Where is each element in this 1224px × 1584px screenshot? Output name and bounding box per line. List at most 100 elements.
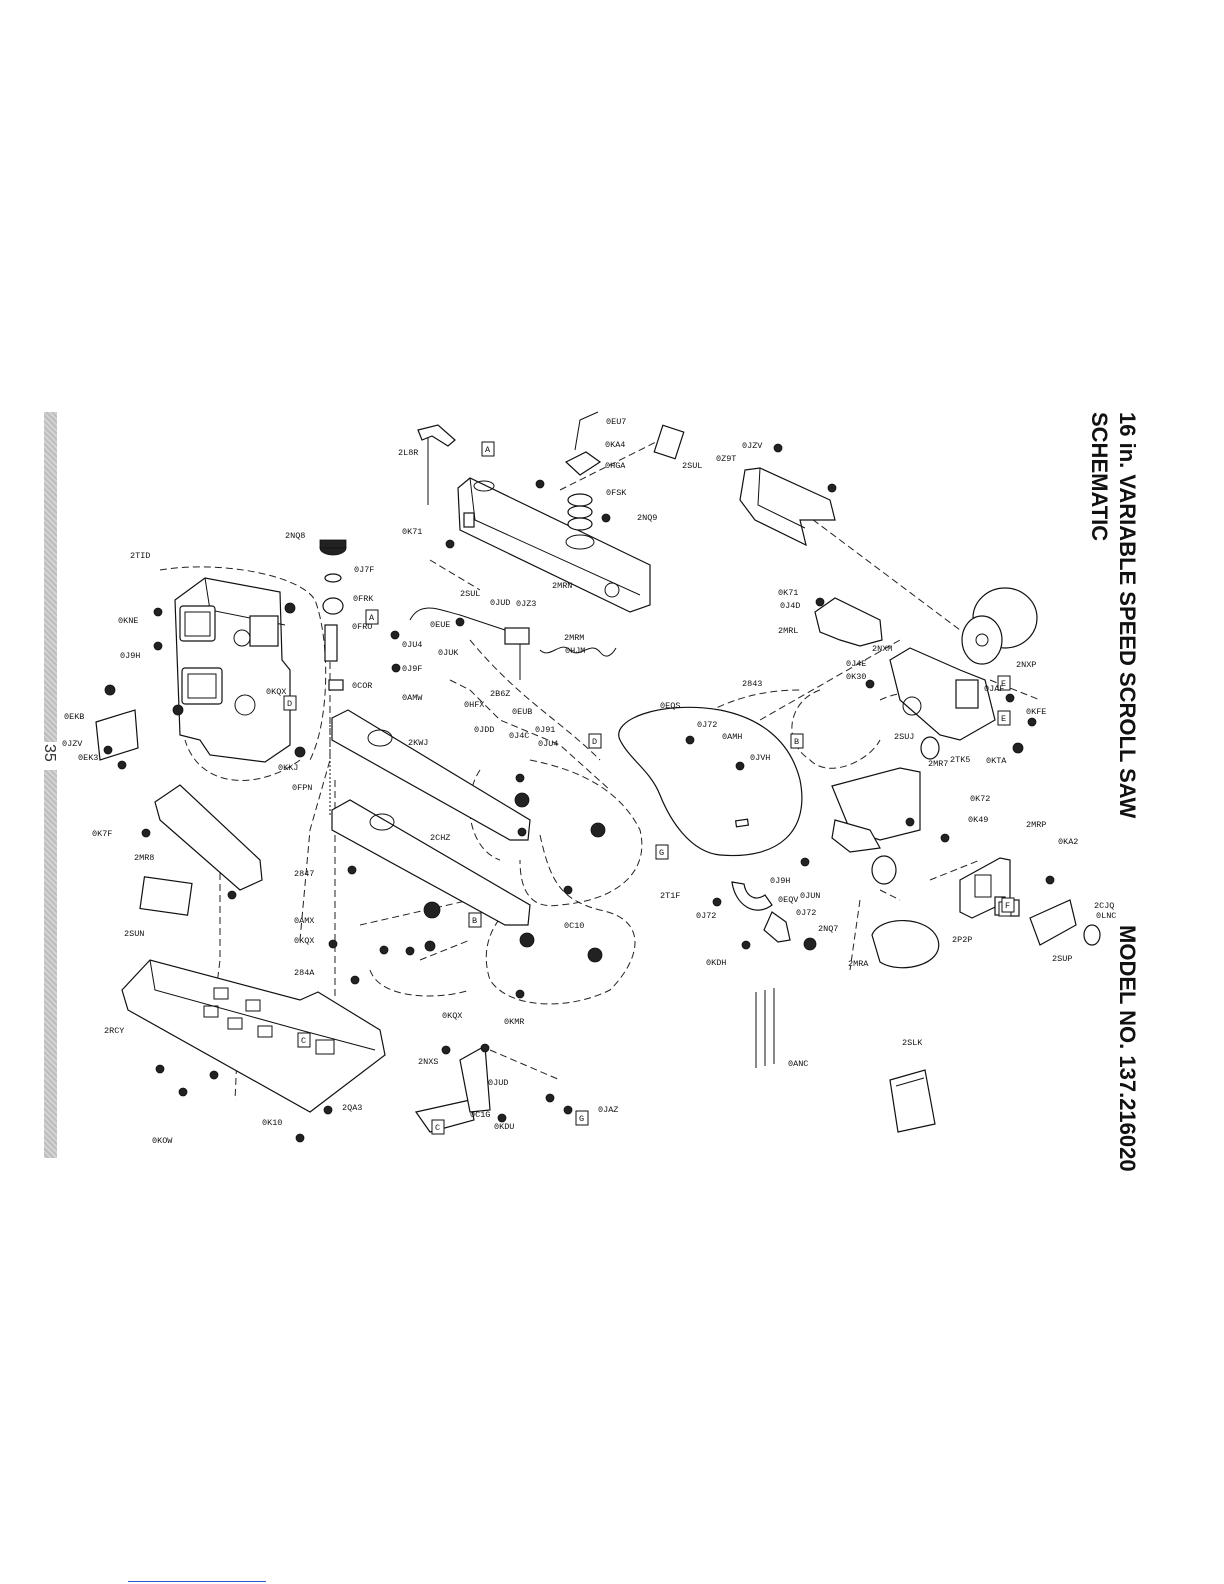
part-label: 2QA3 xyxy=(342,1103,362,1113)
part-label: 0EUB xyxy=(512,707,532,717)
part-label: 0JZV xyxy=(742,441,763,451)
part-label: 0HJM xyxy=(565,646,585,656)
tension-knob-stack xyxy=(319,539,347,691)
upper-arm xyxy=(457,477,651,613)
switch-plate xyxy=(959,857,1101,946)
part-label: 0EK3 xyxy=(78,753,98,763)
part-label: 0FPN xyxy=(292,783,312,793)
part-label: 0KDH xyxy=(706,958,726,968)
callout-letter: G xyxy=(655,844,669,860)
part-label: 0KQX xyxy=(442,1011,462,1021)
part-label: 0J9H xyxy=(120,651,140,661)
part-label: 0KKJ xyxy=(278,763,298,773)
callout-letter: B xyxy=(790,733,804,749)
part-label: 2RCY xyxy=(104,1026,124,1036)
part-label: 2NQ8 xyxy=(285,531,305,541)
part-label: 2NQ9 xyxy=(637,513,657,523)
spring-link xyxy=(409,607,617,680)
part-label: 0AMX xyxy=(294,916,314,926)
part-label: 2843 xyxy=(742,679,762,689)
callout-letters: AABBCCDDEEFFGG xyxy=(283,441,1015,1135)
svg-text:F: F xyxy=(1005,901,1010,911)
part-label: 0KTA xyxy=(986,756,1007,766)
part-label: 2SUN xyxy=(124,929,144,939)
svg-text:B: B xyxy=(472,916,477,926)
callout-letter: C xyxy=(297,1032,311,1048)
hold-down-cluster xyxy=(564,411,685,531)
part-label: 0KMR xyxy=(504,1017,524,1027)
part-label: 0EUE xyxy=(430,620,450,630)
part-label: 0JZ3 xyxy=(516,599,536,609)
part-label: 0KDU xyxy=(494,1122,514,1132)
part-label: 0HGA xyxy=(605,461,626,471)
part-label: 0K49 xyxy=(968,815,988,825)
part-label: 0JDD xyxy=(474,725,494,735)
part-label: 2KWJ xyxy=(408,738,428,748)
saw-table xyxy=(618,706,803,857)
part-label: 0K30 xyxy=(846,672,866,682)
part-label: 0JVH xyxy=(750,753,770,763)
part-label: 2TID xyxy=(130,551,150,561)
base-plate xyxy=(121,959,386,1113)
callout-letter: D xyxy=(588,733,602,749)
part-label: 2SUP xyxy=(1052,954,1072,964)
dust-housing xyxy=(831,736,940,969)
part-label: 0JAF xyxy=(984,684,1004,694)
part-label: 2MRP xyxy=(1026,820,1046,830)
part-label: 0JZV xyxy=(62,739,83,749)
part-label: 0ANC xyxy=(788,1059,808,1069)
footer-link-underline[interactable] xyxy=(128,1581,266,1582)
part-label: 2CJQ xyxy=(1094,901,1114,911)
trunnion xyxy=(731,881,791,943)
part-label: 2SUL xyxy=(682,461,702,471)
part-label: 2MRL xyxy=(778,626,798,636)
part-label: 0K10 xyxy=(262,1118,282,1128)
part-label: 2MRN xyxy=(552,581,572,591)
svg-text:C: C xyxy=(435,1123,440,1133)
part-label: 0JUD xyxy=(488,1078,508,1088)
part-label: 2P2P xyxy=(952,935,972,945)
part-label: 0J7F xyxy=(354,565,374,575)
part-label: 0J72 xyxy=(697,720,717,730)
part-label: 0FSK xyxy=(606,488,627,498)
svg-text:D: D xyxy=(287,699,292,709)
part-label: 0JAZ xyxy=(598,1105,618,1115)
part-label: 0K72 xyxy=(970,794,990,804)
motor xyxy=(814,587,1038,741)
callout-letter: E xyxy=(997,675,1011,691)
svg-text:D: D xyxy=(592,737,597,747)
part-label: 0AMW xyxy=(402,693,423,703)
blades-and-manual xyxy=(755,988,936,1133)
callout-letter: F xyxy=(1001,897,1015,913)
part-label: 0JUK xyxy=(438,648,459,658)
part-label: 0J72 xyxy=(696,911,716,921)
part-label: 0KNE xyxy=(118,616,138,626)
callout-letter: A xyxy=(481,441,495,457)
part-label: 2L8R xyxy=(398,448,418,458)
motor-housing-block xyxy=(174,577,291,763)
part-label: 0KQX xyxy=(266,687,286,697)
part-label: 0KA2 xyxy=(1058,837,1078,847)
part-label: 0KFE xyxy=(1026,707,1046,717)
svg-text:E: E xyxy=(1001,714,1006,724)
svg-text:E: E xyxy=(1001,679,1006,689)
svg-text:C: C xyxy=(301,1036,306,1046)
part-label: 0J9F xyxy=(402,664,422,674)
part-label: 0JUD xyxy=(490,598,510,608)
fasteners xyxy=(103,443,1055,1143)
part-label: 2SLK xyxy=(902,1038,923,1048)
svg-text:G: G xyxy=(659,848,664,858)
part-label: 0EU7 xyxy=(606,417,626,427)
part-label: 0JU4 xyxy=(538,739,558,749)
part-label: 0EKB xyxy=(64,712,84,722)
part-label: 0EQS xyxy=(660,701,680,711)
part-label: 2SUJ xyxy=(894,732,914,742)
svg-text:G: G xyxy=(579,1114,584,1124)
part-label: 0K71 xyxy=(778,588,798,598)
part-label: 0C10 xyxy=(564,921,584,931)
svg-text:B: B xyxy=(794,737,799,747)
part-label: 0J4D xyxy=(780,601,800,611)
scroll-arms xyxy=(329,709,531,926)
part-label: 0FRK xyxy=(353,594,374,604)
